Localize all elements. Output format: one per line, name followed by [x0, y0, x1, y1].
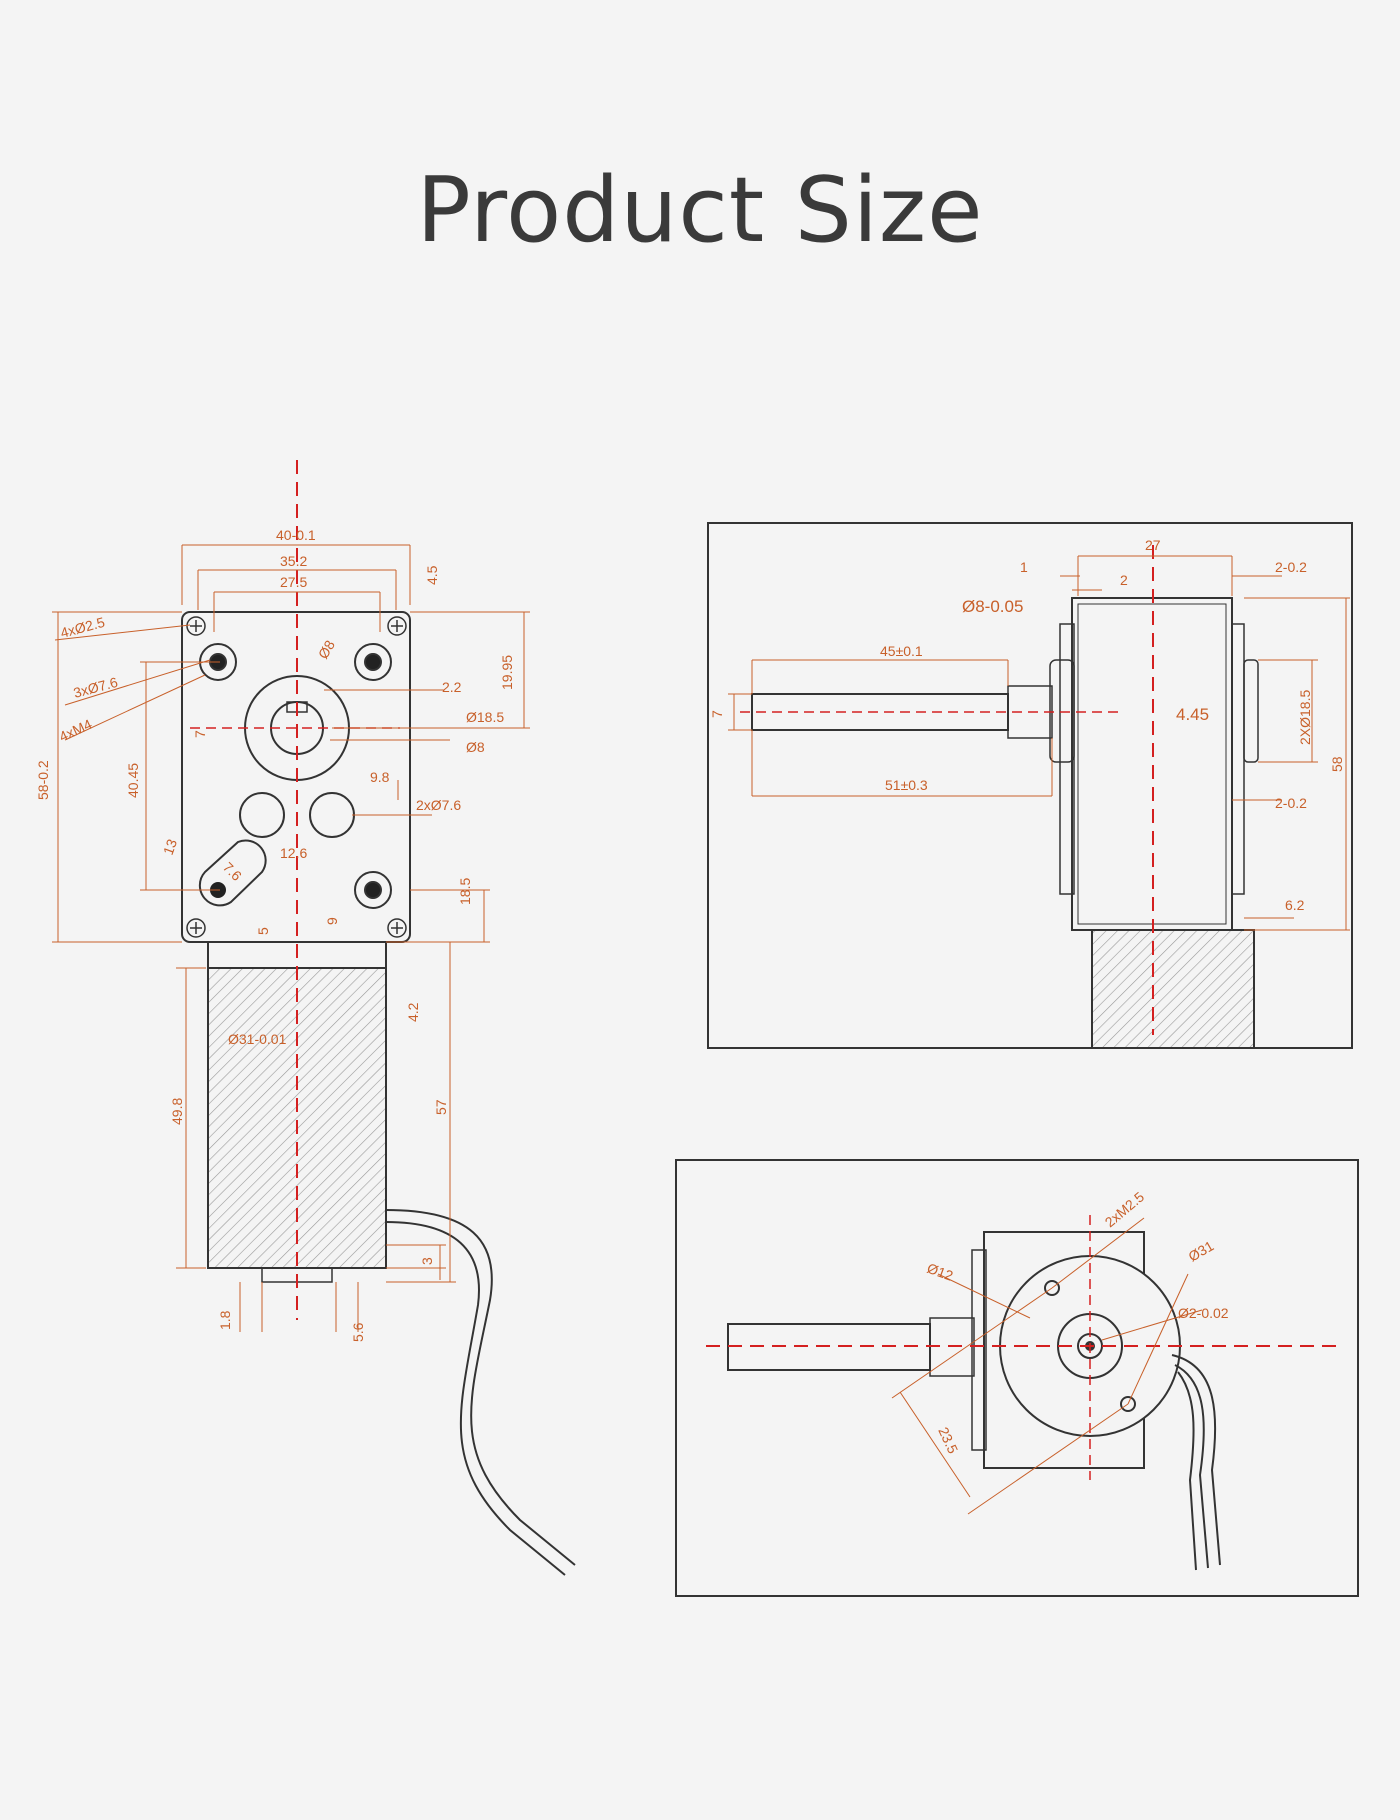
front-view: 40-0.1 35.2 27.5 4.5 4xØ2.5 3xØ7.6 4xM4 …: [35, 460, 576, 1576]
dim-slot-spacing: 13: [160, 837, 180, 857]
dim-width-inner: 27.5: [280, 574, 307, 590]
dim-hole-spacing-h: 9.8: [370, 769, 390, 785]
dim-pair-holes: 2xØ7.6: [416, 797, 461, 813]
side-dim-bottom-offset: 6.2: [1285, 897, 1305, 913]
side-dim-top-tol: 2-0.2: [1275, 559, 1307, 575]
rear-dim-boss: Ø12: [925, 1260, 956, 1284]
side-dim-shaft-len-short: 45±0.1: [880, 643, 923, 659]
dim-hole-spacing-v: 40.45: [125, 763, 141, 798]
side-dim-boss-dia: 2XØ18.5: [1297, 690, 1313, 745]
dim-pair-spacing: 12.6: [280, 845, 307, 861]
dim-top-offset: 4.5: [424, 565, 440, 585]
dim-boss-offset: 2.2: [442, 679, 462, 695]
side-dim-gearbox-width: 27: [1145, 537, 1161, 553]
side-dim-shaft-dia: Ø8-0.05: [962, 597, 1023, 616]
dim-offset-9: 9: [324, 917, 340, 925]
rear-dim-screws: 2xM2.5: [1102, 1188, 1148, 1230]
dim-shaft-dia: Ø8: [466, 739, 485, 755]
dim-boss-dia-label: Ø8: [315, 637, 338, 661]
dim-motor-length: 49.8: [169, 1098, 185, 1125]
rear-dim-motor-dia: Ø31: [1186, 1237, 1217, 1264]
rear-view: 2xM2.5 Ø12 Ø31 Ø2-0.02 23.5: [675, 1159, 1359, 1597]
dim-width-overall: 40-0.1: [276, 527, 316, 543]
dim-bottom-offset: 18.5: [457, 878, 473, 905]
dim-height-overall: 58-0.2: [35, 760, 51, 800]
rear-dim-shaft-dia: Ø2-0.02: [1178, 1305, 1229, 1321]
side-dim-height: 58: [1329, 756, 1345, 772]
side-dim-bottom-tol: 2-0.2: [1275, 795, 1307, 811]
side-dim-lip: 1: [1020, 559, 1028, 575]
dim-slot-width: 7.6: [220, 859, 245, 884]
dim-mount-holes: 3xØ7.6: [72, 674, 120, 701]
dim-threads: 4xM4: [57, 716, 95, 745]
side-dim-lip2: 2: [1120, 572, 1128, 588]
dim-cap-height: 3: [419, 1257, 435, 1265]
side-dim-shaft-len-long: 51±0.3: [885, 777, 928, 793]
dim-tab-length: 5.6: [350, 1322, 366, 1342]
dim-boss-dia: Ø18.5: [466, 709, 504, 725]
dim-total-length: 57: [433, 1099, 449, 1115]
dim-tab-offset: 1.8: [217, 1310, 233, 1330]
dim-shaft-flat: 7: [192, 730, 208, 738]
side-dim-shaft-flat: 7: [709, 710, 725, 718]
page-title: Product Size: [416, 158, 984, 263]
side-view: 27 1 2 2-0.2 Ø8-0.05 45±0.1 7 4.45 2XØ18…: [707, 522, 1353, 1049]
dim-width-mid: 35.2: [280, 553, 307, 569]
dim-motor-gap: 4.2: [405, 1002, 421, 1022]
dim-offset-5: 5: [255, 927, 271, 935]
dim-center-height: 19.95: [499, 655, 515, 690]
side-dim-offset: 4.45: [1176, 705, 1209, 724]
dim-motor-dia: Ø31-0.01: [228, 1031, 287, 1047]
